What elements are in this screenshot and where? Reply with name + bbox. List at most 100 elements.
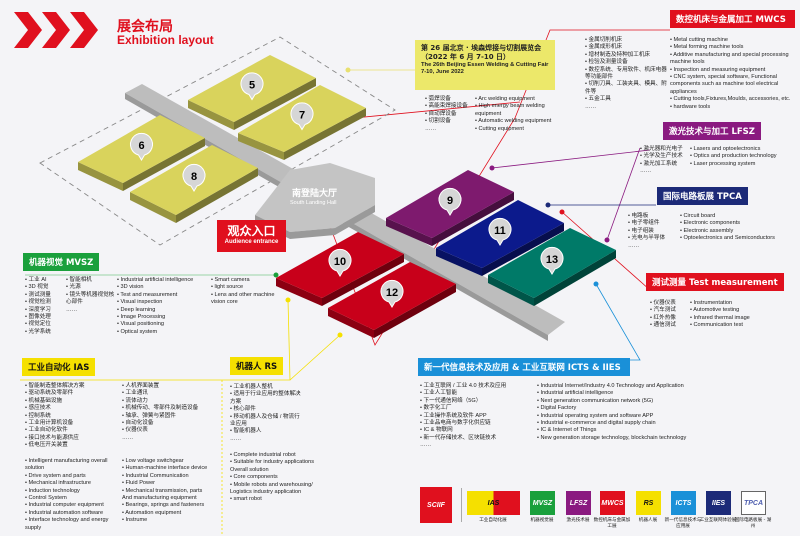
hall-number: 7 [299, 110, 305, 122]
fair-title-en: The 26th Beijing Essen Welding & Cutting… [421, 62, 549, 68]
ias-list-en-2: Low voltage switchgearHuman-machine inte… [122, 458, 212, 525]
list-item: Infrared thermal image [690, 315, 790, 322]
list-item: 数控系统、专用软件、机床电器等功能部件 [585, 67, 667, 82]
hall-number: 5 [249, 80, 255, 92]
list-item: Optoelectronics and Semiconductors [680, 235, 800, 242]
list-item: New generation storage technology, block… [537, 435, 797, 442]
list-item: Core components [230, 474, 325, 481]
test-list-en: InstrumentationAutomotive testingInfrare… [690, 300, 790, 330]
list-item: 机械传动、零部件及制造设备 [122, 405, 207, 412]
hall-12[interactable]: 12 [328, 262, 456, 338]
list-item: Intelligent manufacturing overall soluti… [25, 458, 120, 473]
list-item: 视觉检测 [25, 299, 65, 306]
fair-date-en: 7-10, June 2022 [421, 69, 464, 75]
list-item: 测试测量 [25, 292, 65, 299]
hall-10[interactable]: 10 [276, 232, 404, 306]
list-item: Industrial Internet/Industry 4.0 Technol… [537, 383, 797, 390]
list-item: Suitable for industry applications Overa… [230, 459, 325, 474]
list-item: IC & Internet of Things [537, 427, 797, 434]
logo-tpca: TPCA [741, 491, 766, 515]
map-pin-icon [438, 188, 462, 216]
list-item: 下一代通信网络（5G） [420, 398, 535, 405]
fair-date-cn: （2022 年 6 月 7-10 日） [421, 53, 511, 61]
tag-mvsz[interactable]: 机器视觉 MVSZ [23, 253, 100, 271]
map-pin-icon [380, 280, 404, 308]
list-item: 激光器和光电子 [640, 146, 690, 153]
list-item: 工业操作系统及软件 APP [420, 413, 535, 420]
tag-icts-iies[interactable]: 新一代信息技术及应用 & 工业互联网 ICTS & IIES [418, 358, 630, 376]
ias-list-en-1: Intelligent manufacturing overall soluti… [25, 458, 120, 532]
list-item: 新一代存储技术、区块链技术 [420, 435, 535, 442]
tag-mwcs[interactable]: 数控机床与金属加工 MWCS [670, 10, 795, 28]
list-item: Industrial artificial intelligence [117, 277, 212, 284]
rs-list-cn: 工业机器人整机适用于行业应用的整体解决方案核心部件移动机器人及仓储 / 物流行业… [230, 384, 305, 443]
tag-rs[interactable]: 机器人 RS [230, 357, 284, 375]
list-item: Industrial artificial intelligence [537, 390, 797, 397]
list-item: 3D vision [117, 284, 212, 291]
logo-sciif: SCIIF [420, 487, 452, 523]
entrance-cn: 观众入口 [227, 224, 276, 238]
list-item: Image Processing [117, 314, 212, 321]
list-item: Industrial operating system and software… [537, 413, 797, 420]
hall-5[interactable]: 5 [188, 55, 316, 130]
hall-9[interactable]: 9 [386, 170, 514, 246]
lfsz-list-cn: 激光器和光电子光学及生产技术激光加工系统…… [640, 146, 690, 176]
map-pin-icon [328, 249, 352, 277]
list-item: 工业互联网 / 工业 4.0 技术及应用 [420, 383, 535, 390]
welding-list-en: Arc welding equipmentHigh energy beam we… [475, 96, 555, 133]
hall-number: 12 [386, 287, 398, 299]
list-item: Industrial Communication [122, 473, 212, 480]
tag-test-measurement[interactable]: 测试测量 Test measurement [646, 273, 784, 291]
tag-tpca[interactable]: 国际电路板展 TPCA [657, 187, 748, 205]
list-item: Industrial computer equipment [25, 502, 120, 509]
hall-11[interactable]: 11 [436, 200, 564, 276]
list-item: 工业品电商与数字化供应链 [420, 420, 535, 427]
hall-number: 10 [334, 256, 346, 268]
list-item: 视觉定位 [25, 321, 65, 328]
list-item: Cutting tools,Fixtures,Moulds, accessori… [670, 96, 798, 103]
logo-mvsz: MVSZ [530, 491, 555, 515]
logo-caption: 数控机床与金属加工展 [593, 518, 631, 529]
list-item: Circuit board [680, 213, 800, 220]
audience-entrance[interactable]: 观众入口 Audience entrance [217, 220, 286, 252]
list-item: hardware tools [670, 104, 798, 111]
list-item: Additive manufacturing and special proce… [670, 52, 798, 67]
list-item: 切削刀具、工装夹具、模具、附件等 [585, 81, 667, 96]
list-item: 核心部件 [230, 406, 305, 413]
list-item: smart robot [230, 496, 325, 503]
list-item: 智能机器人 [230, 428, 305, 435]
fair-info-box: 第 26 届北京 · 埃森焊接与切割展览会 （2022 年 6 月 7-10 日… [415, 40, 555, 90]
tag-lfsz[interactable]: 激光技术与加工 LFSZ [663, 122, 761, 140]
hall-front [482, 223, 564, 276]
hall-side [188, 100, 234, 130]
list-item: 切割设备 [425, 118, 475, 125]
list-item: Instrumentation [690, 300, 790, 307]
list-item: Bearings, springs and fasteners [122, 502, 212, 509]
hall-8[interactable]: 8 [130, 145, 258, 223]
logo-caption: 机器视觉展 [530, 518, 554, 523]
hall-7[interactable]: 7 [238, 85, 366, 160]
list-item: 电路板 [628, 213, 678, 220]
mvsz-list-en-2: Smart cameralight sourceLens and other m… [211, 277, 286, 307]
logo-rs: RS [636, 491, 661, 515]
hall-front [176, 168, 258, 223]
list-item: 移动机器人及仓储 / 物流行业应用 [230, 414, 305, 429]
list-item: …… [425, 125, 437, 132]
list-item: Lasers and optoelectronics [690, 146, 800, 153]
map-pin-icon [290, 102, 314, 131]
list-item: 弧焊设备 [425, 96, 475, 103]
list-item: 工业机器人整机 [230, 384, 305, 391]
list-item: Digital Factory [537, 405, 797, 412]
list-item: 高能束焊接设备 [425, 103, 475, 110]
list-item: …… [122, 434, 134, 441]
list-item: Test and measurement [117, 292, 212, 299]
hall-6[interactable]: 6 [78, 115, 205, 191]
hall-13[interactable]: 13 [488, 228, 616, 306]
tag-ias[interactable]: 工业自动化 IAS [22, 358, 96, 376]
mvsz-list-cn-2: 智能相机光源镜头等机器视觉核心部件…… [66, 277, 116, 314]
landing-hall-en: South Landing Hall [290, 200, 337, 206]
list-item: …… [628, 242, 640, 249]
hall-number: 8 [191, 171, 197, 183]
hall-front [123, 138, 205, 191]
